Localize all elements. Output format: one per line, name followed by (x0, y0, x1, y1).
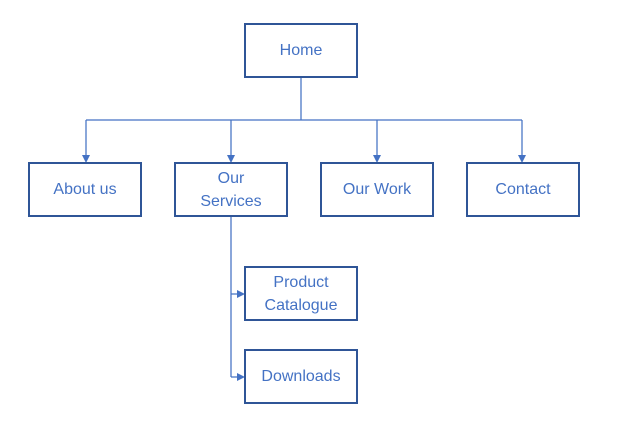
arrow-home-services (227, 155, 235, 163)
connectors (82, 77, 526, 381)
node-catalogue-box (244, 266, 358, 321)
node-contact: Contact (466, 162, 580, 217)
node-catalogue-label-line1: Product (273, 274, 329, 291)
node-work: Our Work (320, 162, 434, 217)
node-contact-label: Contact (495, 181, 551, 198)
node-home-box (244, 23, 358, 78)
node-services-box (174, 162, 288, 217)
node-contact-box (466, 162, 580, 217)
node-about-label: About us (53, 181, 116, 198)
node-downloads-box (244, 349, 358, 404)
arrow-home-contact (518, 155, 526, 163)
node-home-label: Home (280, 42, 323, 59)
node-about: About us (28, 162, 142, 217)
node-services-label-line2: Services (200, 193, 261, 210)
arrow-home-work (373, 155, 381, 163)
node-about-box (28, 162, 142, 217)
node-work-box (320, 162, 434, 217)
node-services: Our Services (174, 162, 288, 217)
node-downloads-label: Downloads (261, 368, 340, 385)
node-work-label: Our Work (343, 181, 412, 198)
arrow-services-catalogue (237, 290, 245, 298)
node-services-label-line1: Our (218, 170, 245, 187)
node-home: Home (244, 23, 358, 78)
arrow-home-about (82, 155, 90, 163)
node-catalogue-label-line2: Catalogue (265, 297, 338, 314)
arrow-services-downloads (237, 373, 245, 381)
node-catalogue: Product Catalogue (244, 266, 358, 321)
node-downloads: Downloads (244, 349, 358, 404)
